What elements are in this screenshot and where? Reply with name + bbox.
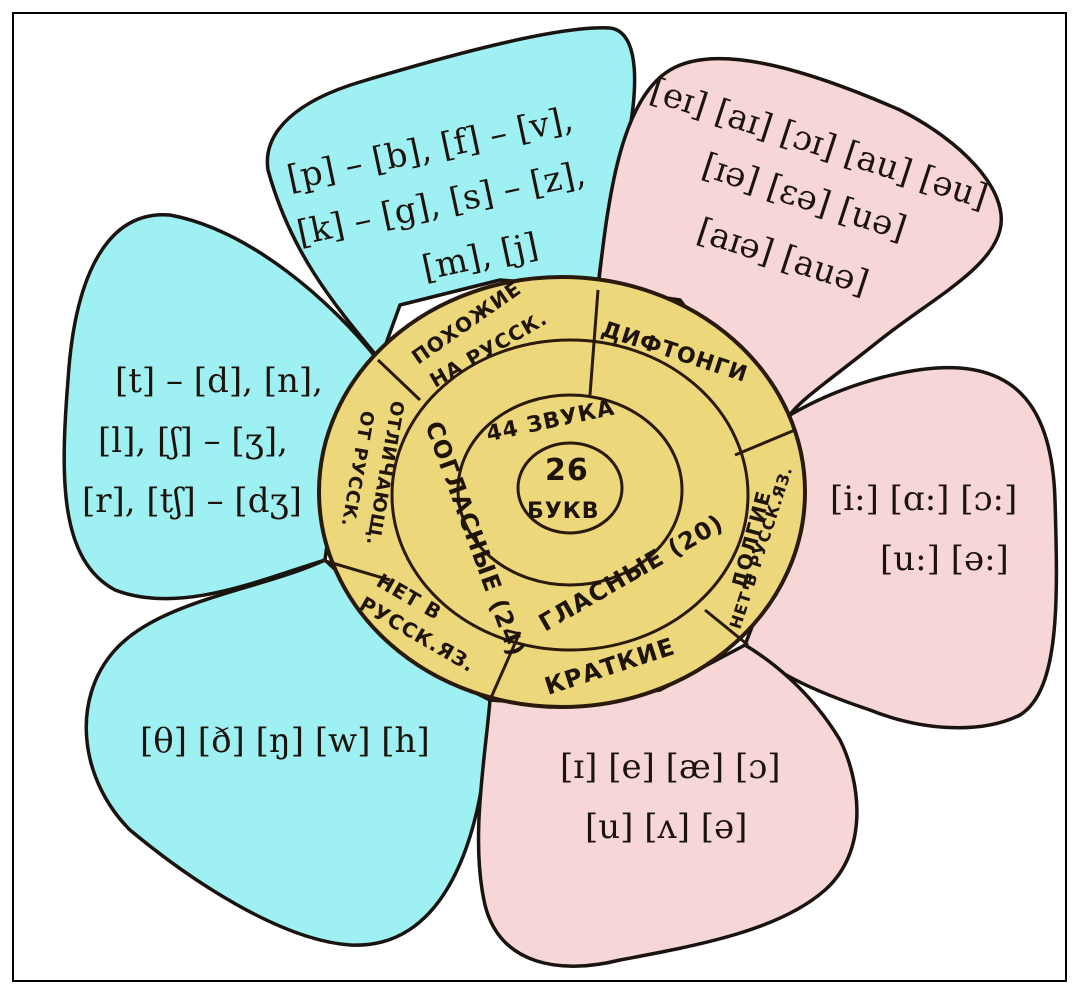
long-ipa-line-2: [u:] [ə:]	[880, 539, 1009, 579]
differ-ipa-line-3: [r], [tʃ] – [dʒ]	[82, 481, 302, 521]
long-ipa-line-1: [i:] [ɑ:] [ɔ:]	[830, 479, 1017, 519]
differ-ipa-line-1: [t] – [d], [n],	[115, 361, 323, 401]
short-ipa-line-1: [ɪ] [e] [æ] [ɔ]	[560, 747, 781, 787]
letters-word: БУКВ	[527, 499, 599, 524]
short-ipa-line-2: [u] [ʌ] [ə]	[585, 807, 747, 847]
differ-ipa-line-2: [l], [ʃ] – [ʒ],	[98, 421, 288, 461]
absent-ipa-line-1: [θ] [ð] [ŋ] [w] [h]	[140, 721, 430, 761]
letters-count: 26	[545, 453, 589, 488]
